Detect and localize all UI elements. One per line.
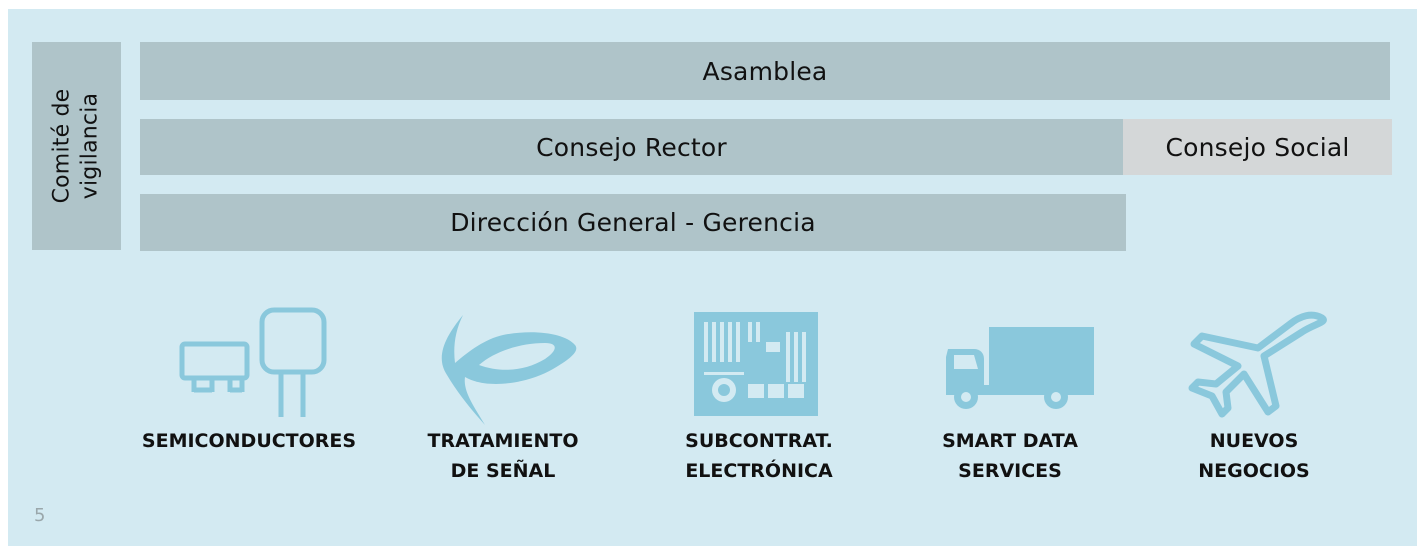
consejo-social-box: Consejo Social (1123, 119, 1392, 175)
asamblea-box: Asamblea (140, 42, 1390, 100)
business-unit-label: NUEVOS NEGOCIOS (1198, 426, 1309, 486)
page-number: 5 (34, 505, 46, 526)
comite-vigilancia-label: Comité de vigilancia (49, 89, 105, 204)
business-unit-label: SEMICONDUCTORES (142, 426, 356, 456)
business-unit-line2: DE SEÑAL (450, 460, 556, 482)
semiconductor-icon (179, 307, 327, 417)
business-unit-line2: SERVICES (958, 460, 1062, 482)
business-unit-label: TRATAMIENTO DE SEÑAL (428, 426, 579, 486)
business-unit-line1: NUEVOS (1209, 430, 1299, 452)
circuit-board-icon (694, 312, 818, 416)
business-unit-label: SUBCONTRAT. ELECTRÓNICA (685, 426, 833, 486)
signal-processing-icon (441, 315, 577, 425)
truck-icon (946, 327, 1094, 409)
comite-vigilancia-box: Comité de vigilancia (32, 42, 121, 250)
business-unit-line2: NEGOCIOS (1198, 460, 1310, 482)
direccion-general-box: Dirección General - Gerencia (140, 194, 1126, 251)
diagram-background: Comité de vigilancia Asamblea Consejo Re… (8, 9, 1417, 546)
business-unit-line1: TRATAMIENTO (427, 430, 579, 452)
business-unit-label: SMART DATA SERVICES (942, 426, 1078, 486)
consejo-social-label: Consejo Social (1165, 132, 1350, 162)
airplane-icon (1188, 311, 1327, 418)
business-unit-line1: SEMICONDUCTORES (141, 430, 357, 452)
business-unit-line1: SMART DATA (942, 430, 1078, 452)
direccion-general-label: Dirección General - Gerencia (450, 208, 816, 237)
business-unit-line1: SUBCONTRAT. (685, 430, 833, 452)
comite-vigilancia-line2: vigilancia (77, 92, 103, 200)
business-unit-line2: ELECTRÓNICA (685, 460, 833, 482)
asamblea-label: Asamblea (702, 56, 828, 86)
consejo-rector-label: Consejo Rector (536, 132, 727, 162)
comite-vigilancia-line1: Comité de (49, 88, 75, 204)
consejo-rector-box: Consejo Rector (140, 119, 1123, 175)
